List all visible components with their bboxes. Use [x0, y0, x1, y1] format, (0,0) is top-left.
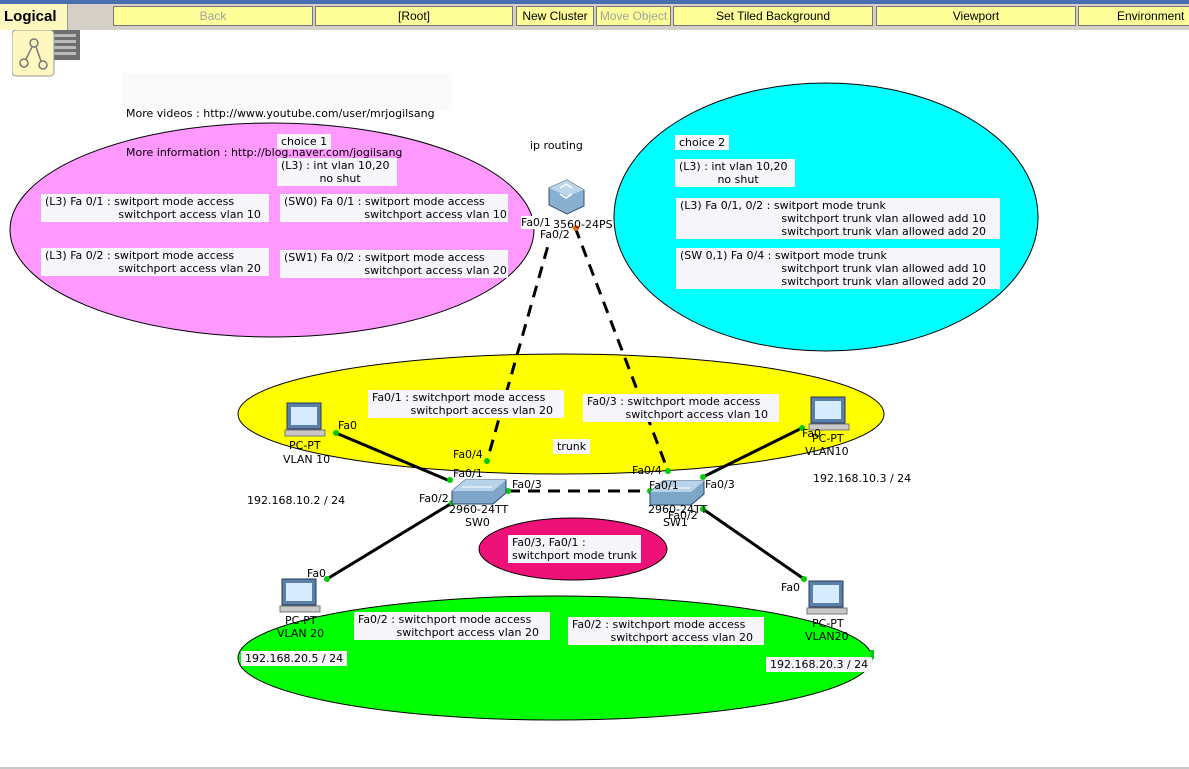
pc-vlan10-right-port: Fa0 [802, 427, 822, 440]
trunk-note: trunk [553, 439, 591, 454]
link-mls-sw1[interactable] [573, 226, 670, 472]
link-pc20l-sw0[interactable] [326, 501, 453, 581]
set-tiled-background-button[interactable]: Set Tiled Background [673, 6, 873, 26]
choice2-sw-trunk-note: (SW 0,1) Fa 0/4 : switport mode trunk sw… [676, 248, 1000, 289]
link-pc10r-sw1[interactable] [702, 426, 803, 479]
toolbar-accent-strip [0, 0, 1189, 4]
green-left-note: Fa0/2 : switchport mode access switchpor… [354, 612, 550, 640]
sw0-fa01-access-note: Fa0/1 : switchport mode access switchpor… [368, 390, 564, 418]
sw1-switch-icon[interactable] [649, 480, 705, 506]
sw0-fa02-label: Fa0/2 [419, 492, 449, 505]
pc-vlan20-right-ip: 192.168.20.3 / 24 [766, 657, 873, 672]
sw1-fa03-access-note: Fa0/3 : switchport mode access switchpor… [583, 394, 779, 422]
green-right-note: Fa0/2 : switchport mode access switchpor… [568, 617, 764, 645]
multilayer-fa01-label: Fa0/1 [521, 216, 551, 229]
sw1-fa04-label: Fa0/4 [632, 464, 662, 477]
choice1-title: choice 1 [277, 134, 332, 149]
topology-drawing [9, 82, 1039, 721]
information-link-text: More information : http://blog.naver.com… [126, 146, 403, 159]
pc-vlan20-left-name: VLAN 20 [277, 627, 325, 640]
pc-vlan10-left-name: VLAN 10 [283, 453, 331, 466]
choice1-l3-note: (L3) : int vlan 10,20 no shut [277, 158, 397, 186]
sw0-model-label: 2960-24TT [449, 503, 509, 516]
sw0-fa01-label: Fa0/1 [453, 467, 483, 480]
choice2-title: choice 2 [675, 135, 730, 150]
videos-link-text: More videos : http://www.youtube.com/use… [126, 107, 435, 120]
info-note: More videos : http://www.youtube.com/use… [122, 73, 452, 159]
sw0-fa03-label: Fa0/3 [512, 478, 542, 491]
logical-workspace-canvas[interactable]: More videos : http://www.youtube.com/use… [0, 30, 1189, 769]
logical-workspace-tab[interactable]: Logical [0, 4, 68, 30]
sw1-fa03-label: Fa0/3 [705, 478, 735, 491]
pc-vlan10-left-icon[interactable] [284, 402, 326, 437]
sw1-name-label: SW1 [663, 516, 688, 529]
pc-vlan20-right-icon[interactable] [806, 580, 848, 615]
sw1-fa01-label: Fa0/1 [649, 479, 679, 492]
choice1-sw0-fa01-note: (SW0) Fa 0/1 : switport mode access swit… [280, 194, 508, 222]
choice2-l3-note: (L3) : int vlan 10,20 no shut [675, 159, 795, 187]
pc-vlan20-left-ip: 192.168.20.5 / 24 [241, 651, 348, 666]
sw1-fa02-label: Fa0/2 [668, 509, 698, 522]
link-pc20r-sw1[interactable] [702, 507, 805, 581]
pc-vlan10-right-name: VLAN10 [805, 445, 849, 458]
sw0-fa04-label: Fa0/4 [453, 448, 483, 461]
trunk-config-note: Fa0/3, Fa0/1 : switchport mode trunk [508, 535, 641, 563]
pc-vlan10-left-port: Fa0 [338, 419, 358, 432]
pc-vlan20-right-port: Fa0 [781, 581, 801, 594]
new-cluster-button[interactable]: New Cluster [516, 6, 594, 26]
bottom-border [0, 767, 1189, 769]
multilayer-fa02-label: Fa0/2 [540, 228, 570, 241]
pc-vlan20-right-type: PC-PT [812, 617, 844, 630]
link-pc10l-sw0[interactable] [335, 431, 451, 483]
choice1-sw1-fa02-note: (SW1) Fa 0/2 : switport mode access swit… [280, 250, 508, 278]
choice1-l3-fa02-note: (L3) Fa 0/2 : switport mode access switc… [41, 248, 269, 276]
environment-button[interactable]: Environment [1078, 6, 1189, 26]
choice2-l3-trunk-note: (L3) Fa 0/1, 0/2 : switport mode trunk s… [676, 198, 1000, 239]
root-button[interactable]: [Root] [315, 6, 513, 26]
viewport-button[interactable]: Viewport [876, 6, 1076, 26]
choice1-area[interactable] [9, 122, 535, 338]
pc-vlan10-right-type: PC-PT [812, 432, 844, 445]
pc-vlan20-left-port: Fa0 [307, 567, 327, 580]
choice1-l3-fa01-note: (L3) Fa 0/1 : switport mode access switc… [41, 194, 269, 222]
multilayer-switch-icon[interactable] [548, 179, 585, 215]
move-object-button[interactable]: Move Object [596, 6, 671, 26]
pc-vlan10-right-icon[interactable] [808, 396, 850, 431]
pc-vlan10-left-type: PC-PT [289, 439, 321, 452]
multilayer-model-label: 3560-24PS [553, 218, 613, 231]
pc-vlan10-left-ip: 192.168.10.2 / 24 [247, 494, 346, 507]
link-mls-sw0[interactable] [485, 227, 555, 462]
ip-routing-note: ip routing [530, 139, 583, 152]
back-button[interactable]: Back [113, 6, 313, 26]
selection-marker [870, 650, 874, 659]
sw0-switch-icon[interactable] [451, 479, 507, 505]
workspace-toolbar: Logical Back [Root] New Cluster Move Obj… [0, 0, 1189, 30]
logical-navigation-icon[interactable] [12, 30, 82, 78]
pc-vlan10-right-ip: 192.168.10.3 / 24 [813, 472, 912, 485]
sw1-model-label: 2960-24TT [648, 503, 708, 516]
pc-vlan20-right-name: VLAN20 [805, 630, 849, 643]
pc-vlan20-left-icon[interactable] [279, 578, 321, 613]
sw0-name-label: SW0 [465, 516, 490, 529]
pc-vlan20-left-type: PC-PT [285, 614, 317, 627]
